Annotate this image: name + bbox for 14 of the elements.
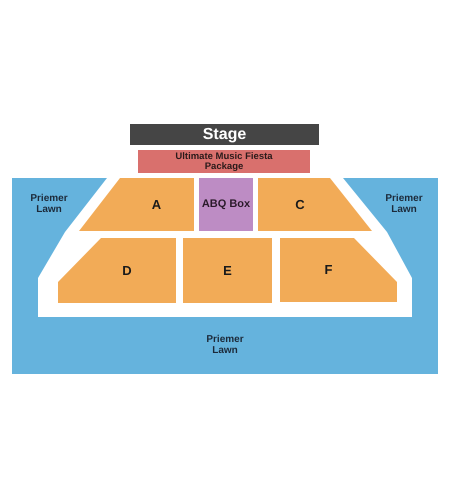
lawn-label: Priemer Lawn [29,193,69,215]
stage-label: Stage [202,124,246,144]
package-section [138,150,310,173]
lawn-label: Priemer Lawn [205,334,245,356]
lawn-label: Priemer Lawn [384,193,424,215]
section-label: C [295,196,305,214]
section-label: F [324,261,332,280]
section-label: ABQ Box [202,199,250,210]
section-label: D [122,262,132,280]
stage-block [130,124,319,145]
section-label: Ultimate Music Fiesta Package [174,152,274,172]
lawn-area [12,178,438,374]
section-label: E [223,262,232,280]
section-label: A [152,196,162,214]
